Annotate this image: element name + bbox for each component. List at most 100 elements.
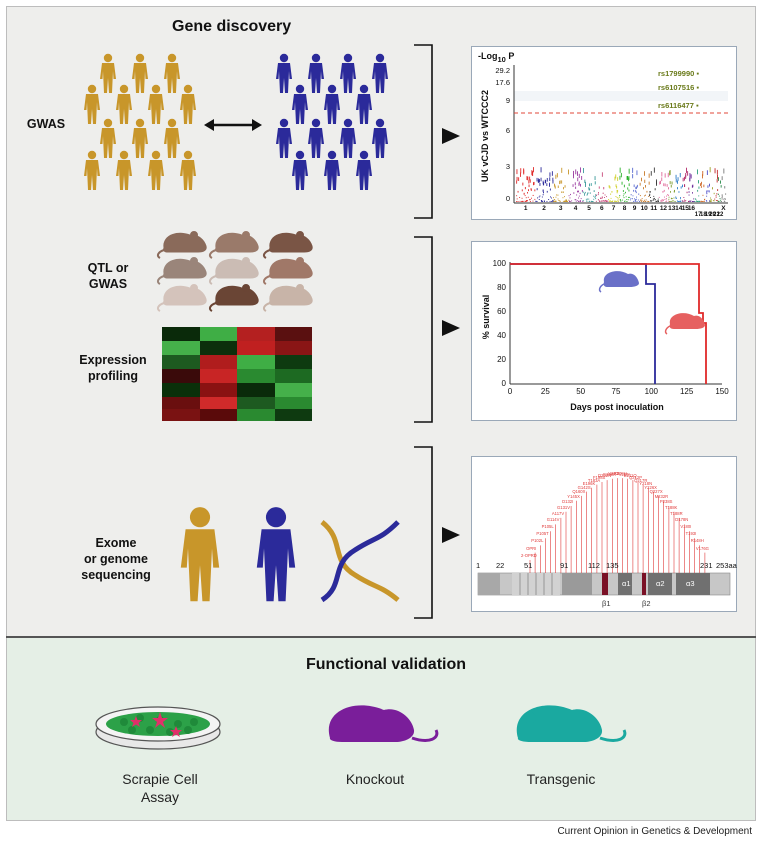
manhattan-point [695, 199, 696, 200]
manhattan-point [604, 201, 605, 202]
manhattan-point [589, 184, 590, 187]
prion-mutation-label: R148H [691, 538, 704, 543]
manhattan-point [522, 201, 523, 202]
manhattan-point [684, 200, 685, 201]
manhattan-point [523, 170, 524, 175]
manhattan-point [618, 198, 619, 199]
manhattan-point [698, 180, 699, 183]
manhattan-point [516, 201, 517, 202]
manhattan-point [648, 201, 649, 202]
manhattan-point [615, 177, 616, 181]
manhattan-point [540, 183, 541, 186]
manhattan-point [683, 178, 684, 182]
prion-mutation-label: G131V [557, 505, 570, 510]
validation-illustrations [0, 690, 760, 760]
manhattan-point [612, 191, 613, 193]
gwas-control-population [276, 54, 388, 190]
manhattan-point [575, 199, 576, 200]
manhattan-point [688, 201, 689, 202]
manhattan-point [525, 195, 526, 196]
manhattan-point [547, 191, 548, 193]
manhattan-point [617, 197, 618, 198]
manhattan-point [549, 177, 550, 181]
manhattan-point [600, 198, 601, 199]
manhattan-point [671, 201, 672, 202]
manhattan-point [639, 201, 640, 202]
manhattan-point [624, 193, 625, 194]
sequencing-people [181, 507, 295, 601]
manhattan-point [638, 200, 639, 201]
manhattan-point [624, 197, 625, 198]
manhattan-point [715, 168, 716, 173]
manhattan-point [547, 178, 548, 182]
manhattan-point [632, 198, 633, 199]
manhattan-snp-label: rs6107516 ▪ [658, 83, 699, 92]
manhattan-point [625, 201, 626, 202]
manhattan-point [626, 199, 627, 200]
manhattan-point [528, 197, 529, 198]
manhattan-point [651, 171, 652, 176]
manhattan-point [704, 201, 705, 202]
manhattan-point [636, 199, 637, 200]
manhattan-point [591, 183, 592, 186]
manhattan-point [678, 201, 679, 202]
manhattan-point [592, 201, 593, 202]
survival-xtick: 150 [712, 387, 732, 396]
manhattan-point [615, 174, 616, 178]
manhattan-point [617, 200, 618, 201]
manhattan-point [664, 190, 665, 192]
manhattan-point [537, 201, 538, 202]
manhattan-point [516, 195, 517, 196]
manhattan-point [703, 201, 704, 202]
knockout-label: Knockout [320, 770, 430, 788]
manhattan-point [678, 177, 679, 181]
manhattan-point [593, 196, 594, 197]
manhattan-point [599, 200, 600, 201]
manhattan-point [558, 199, 559, 200]
manhattan-point [682, 185, 683, 188]
manhattan-point [676, 179, 677, 183]
manhattan-point [559, 200, 560, 201]
manhattan-point [709, 184, 710, 187]
prion-position-label: 231 [700, 561, 713, 570]
ylabel-sub: 10 [498, 55, 506, 64]
manhattan-point [707, 190, 708, 192]
manhattan-point [611, 198, 612, 199]
manhattan-point [647, 191, 648, 193]
ylabel-p: P [508, 51, 514, 61]
manhattan-point [611, 201, 612, 202]
manhattan-point [650, 197, 651, 198]
manhattan-point [616, 184, 617, 187]
manhattan-point [556, 201, 557, 202]
manhattan-point [570, 197, 571, 198]
manhattan-point [684, 201, 685, 202]
manhattan-point [605, 200, 606, 201]
manhattan-point [718, 201, 719, 202]
manhattan-point [533, 201, 534, 202]
journal-credit: Current Opinion in Genetics & Developmen… [557, 826, 752, 837]
manhattan-point [633, 195, 634, 196]
manhattan-point [586, 201, 587, 202]
manhattan-point [645, 201, 646, 202]
survival-xtick: 100 [641, 387, 661, 396]
manhattan-point [690, 173, 691, 177]
manhattan-point [627, 176, 628, 180]
manhattan-point [676, 198, 677, 199]
manhattan-chrom-label: 9 [630, 205, 640, 212]
manhattan-point [541, 178, 542, 182]
prion-mutation-label: 2-OPRD [521, 553, 537, 558]
manhattan-point [533, 167, 534, 172]
manhattan-point [550, 201, 551, 202]
manhattan-chrom-label: 8 [620, 205, 630, 212]
manhattan-point [636, 187, 637, 189]
manhattan-point [629, 183, 630, 186]
manhattan-point [529, 185, 530, 188]
manhattan-point [629, 190, 630, 192]
knockout-mouse-icon [329, 705, 437, 742]
prion-position-label: 135 [606, 561, 619, 570]
transgenic-mouse-icon [517, 705, 625, 742]
qtl-mouse-strains [158, 232, 312, 312]
manhattan-point [627, 201, 628, 202]
manhattan-point [531, 198, 532, 199]
manhattan-point [663, 191, 664, 193]
